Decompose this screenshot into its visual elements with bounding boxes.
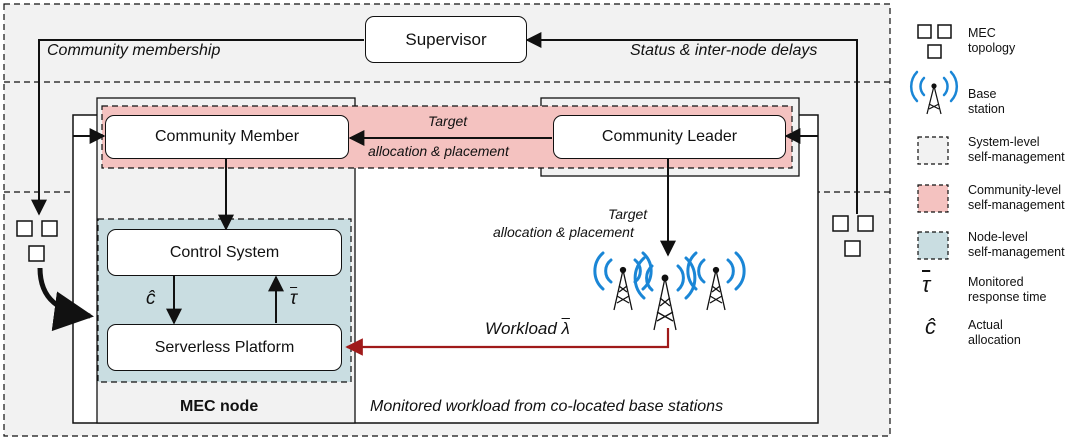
supervisor-box: Supervisor [365,16,527,63]
target-label-2: Target [608,206,648,222]
workload-arrow [345,328,670,356]
workload-text: Workload [485,319,557,338]
base-station-icon-1 [613,266,633,311]
base-station-icon-2 [653,274,677,331]
community-membership-label: Community membership [47,42,221,59]
monitored-workload-label: Monitored workload from co-located base … [370,398,724,415]
status-delays-label: Status & inter-node delays [630,42,818,59]
tau-bar-label: τ [290,288,298,309]
legend-topology-icon [917,24,952,59]
mec-topology-icon-left [16,220,58,262]
mec-node-label: MEC node [180,398,259,415]
legend-tau-symbol: τ [922,272,931,297]
mec-topology-icon-right [832,215,874,257]
legend-node-swatch [917,231,949,260]
legend-base-station-icon [910,70,958,115]
lambda-bar: λ [561,319,570,338]
signal-waves [593,251,746,300]
workload-label: Workload λ [485,319,570,339]
legend-system-swatch [917,136,949,165]
community-leader-box: Community Leader [553,115,786,159]
membership-arrow [31,39,364,216]
control-system-box: Control System [107,229,342,276]
community-member-box: Community Member [105,115,349,159]
c-hat-label: ĉ [146,288,156,309]
target-label-1: Target [428,113,468,129]
legend-c-symbol: ĉ [925,314,936,339]
topology-to-node-arrow [37,267,94,332]
legend-community-swatch [917,184,949,213]
status-arrow [525,32,858,214]
allocation-placement-label-1: allocation & placement [368,143,509,159]
base-station-icon-3 [706,266,726,311]
allocation-placement-label-2: allocation & placement [493,224,634,240]
serverless-platform-box: Serverless Platform [107,324,342,371]
